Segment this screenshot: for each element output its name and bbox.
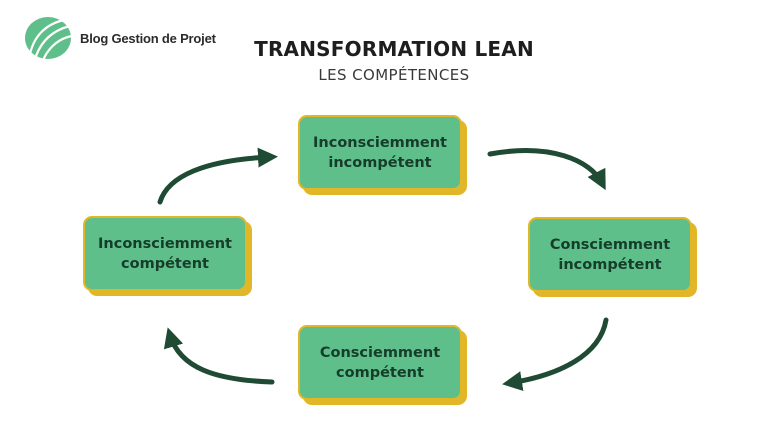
arrow-right-to-bottom [502,317,609,391]
stage-label-line2: incompétent [558,256,662,273]
stage-label-line2: compétent [336,364,424,381]
stage-label-line2: compétent [121,255,209,272]
arrow-bottom-to-left [163,327,275,385]
stage-label-line2: incompétent [328,154,432,171]
stage-label-line1: Inconsciemment [98,235,232,252]
stage-label-line1: Inconsciemment [313,134,447,151]
brand-name: Blog Gestion de Projet [80,30,216,46]
stage-conscious-competence: Consciemment compétent [298,325,462,400]
arrow-top-to-right [487,148,606,191]
brand-logo[interactable]: Blog Gestion de Projet [24,16,216,60]
stage-unconscious-incompetence: Inconsciemment incompétent [298,115,462,190]
stage-label-line1: Consciemment [319,344,441,361]
stage-unconscious-competence: Inconsciemment compétent [83,216,247,291]
leaf-logo-icon [25,17,74,60]
page-subtitle: LES COMPÉTENCES [318,66,470,84]
stage-conscious-incompetence: Consciemment incompétent [528,217,692,292]
page-title: TRANSFORMATION LEAN [254,37,534,61]
stage-label-line1: Consciemment [549,236,671,253]
arrow-left-to-top [157,147,278,205]
